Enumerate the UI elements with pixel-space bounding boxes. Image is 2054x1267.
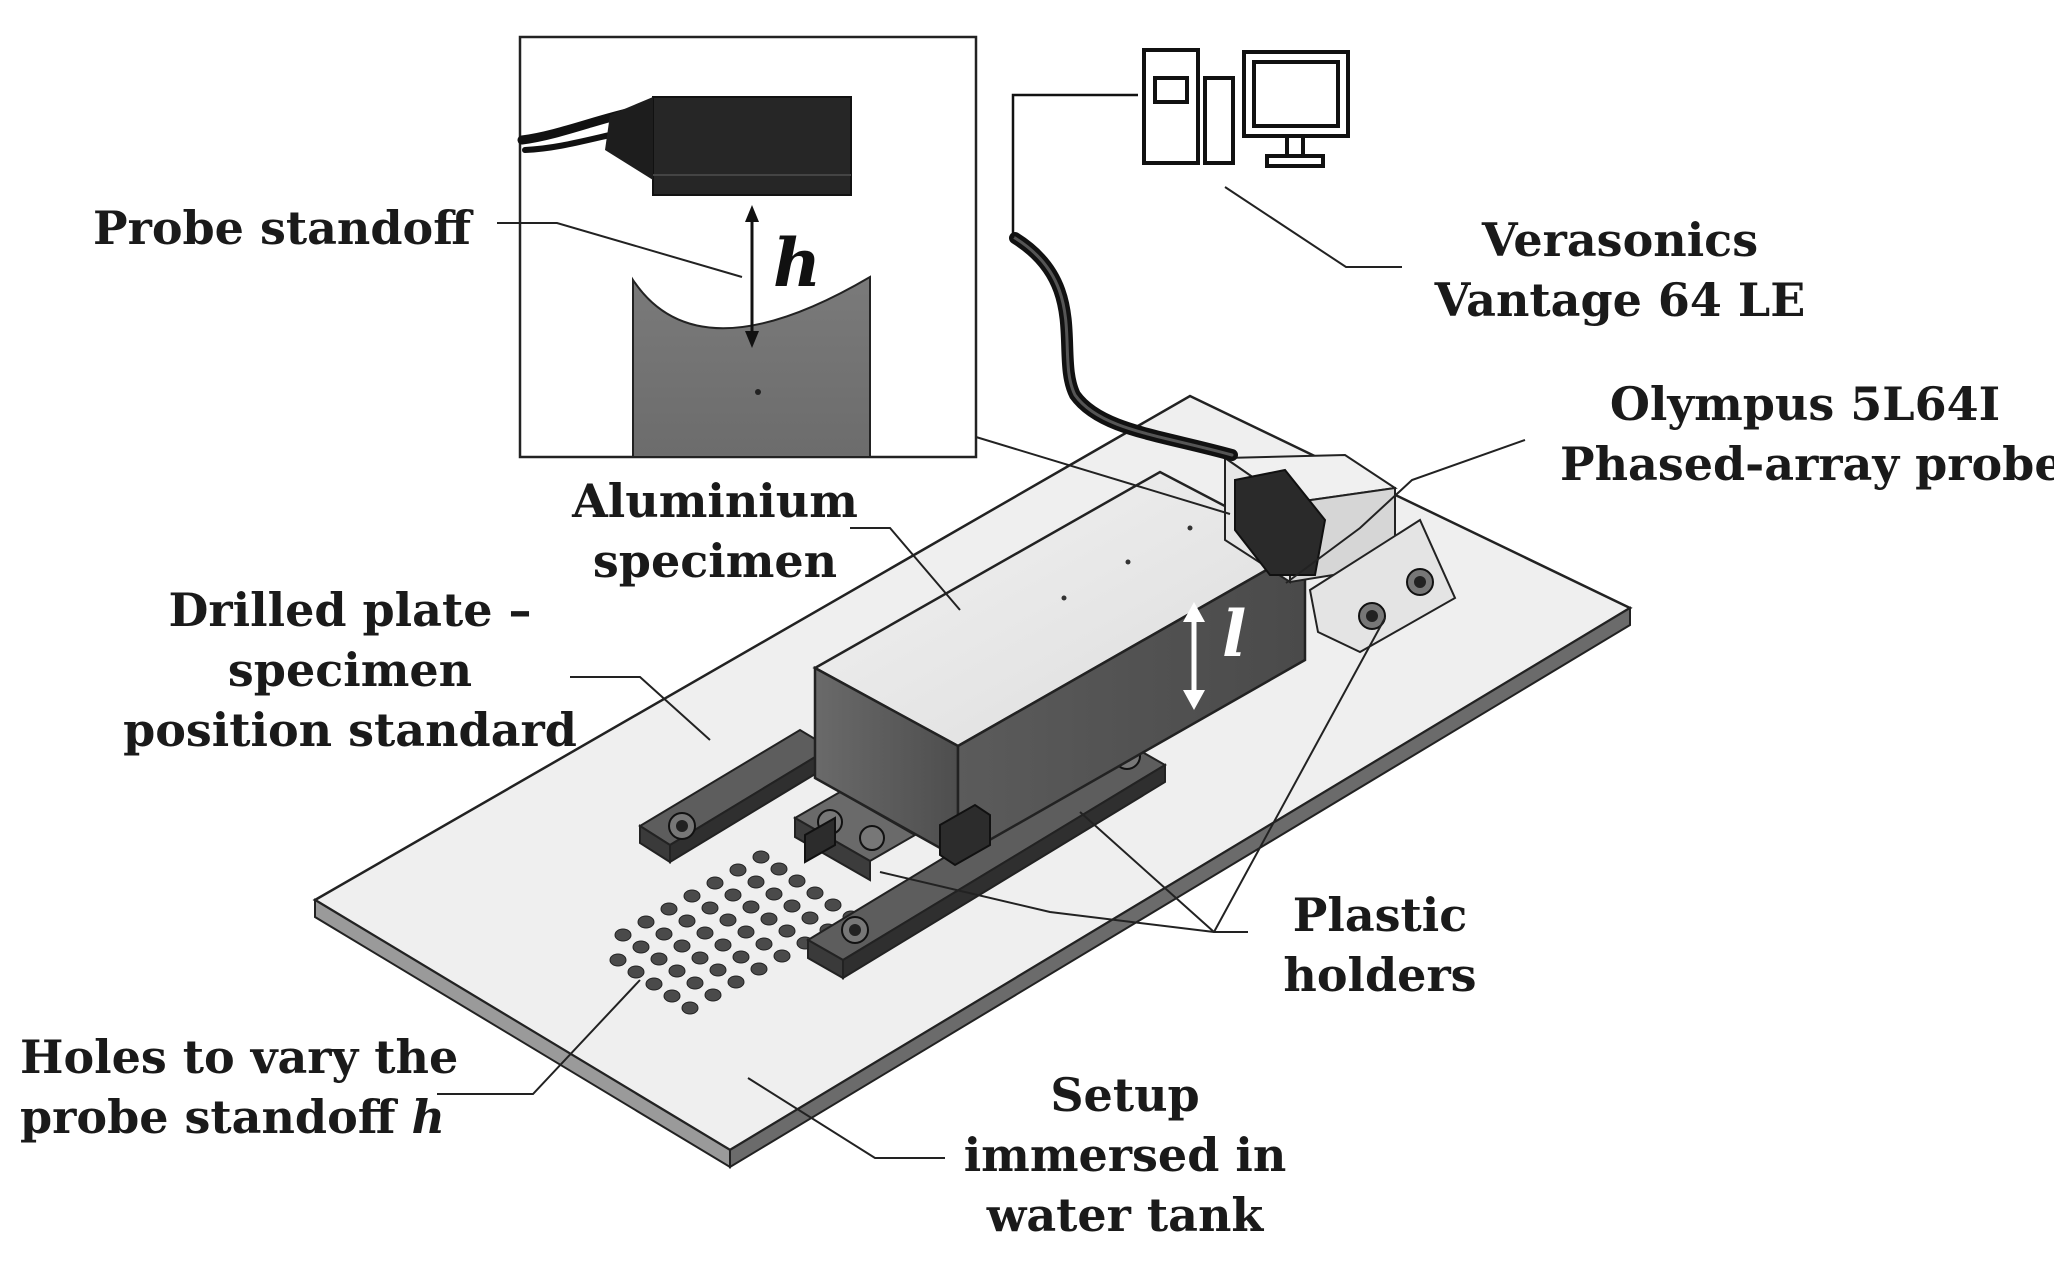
- plate-hole: [706, 876, 724, 890]
- arrow-double-icon: [1183, 602, 1205, 710]
- holes-label: Holes to vary the probe standoff h: [20, 1027, 459, 1147]
- plate-hole: [709, 963, 727, 977]
- plate-hole: [614, 928, 632, 942]
- plate-hole: [752, 850, 770, 864]
- plate-hole: [806, 886, 824, 900]
- setup-line-1: Setup: [1050, 1068, 1200, 1122]
- probe-standoff-label: Probe standoff: [93, 198, 471, 258]
- plate-hole: [719, 913, 737, 927]
- olympus-label: Olympus 5L64I Phased-array probe: [1560, 374, 2054, 494]
- phased-array-probe: [1221, 453, 1457, 654]
- probe-cable: [1009, 232, 1238, 461]
- verasonics-label: Verasonics Vantage 64 LE: [1400, 210, 1840, 330]
- plate-hole: [788, 874, 806, 888]
- plate-hole: [673, 939, 691, 953]
- setup-line-2: immersed in: [963, 1128, 1287, 1182]
- plate-hole: [727, 975, 745, 989]
- plate-hole: [742, 900, 760, 914]
- standoff-inset: [517, 35, 978, 459]
- aluminium-line-2: specimen: [592, 534, 838, 588]
- setup-line-3: water tank: [986, 1188, 1264, 1242]
- drilled-plate-line-1: Drilled plate –: [168, 583, 532, 637]
- plate-hole: [824, 898, 842, 912]
- holes-line-2-text: probe standoff: [20, 1090, 396, 1144]
- drilled-plate-line-3: position standard: [123, 703, 577, 757]
- plate-hole: [750, 962, 768, 976]
- plastic-holders-line-1: Plastic: [1292, 888, 1468, 942]
- plate-hole: [609, 953, 627, 967]
- plate-hole: [729, 863, 747, 877]
- l-symbol-text: l: [1222, 597, 1247, 672]
- l-symbol: l: [1222, 600, 1246, 670]
- plate-hole: [701, 901, 719, 915]
- plate-hole: [650, 952, 668, 966]
- plate-hole: [645, 977, 663, 991]
- plate-hole: [668, 964, 686, 978]
- plate-hole: [686, 976, 704, 990]
- probe-standoff-text: Probe standoff: [93, 201, 471, 255]
- plate-hole: [714, 938, 732, 952]
- holes-line-2: probe standoff h: [20, 1087, 445, 1147]
- aluminium-line-1: Aluminium: [572, 474, 858, 528]
- plate-hole: [801, 911, 819, 925]
- setup-label: Setup immersed in water tank: [945, 1065, 1305, 1245]
- plate-hole: [683, 889, 701, 903]
- plate-hole: [632, 940, 650, 954]
- olympus-line-2: Phased-array probe: [1560, 437, 2054, 491]
- computer-connection: [1011, 93, 1138, 238]
- plate-hole: [747, 875, 765, 889]
- holes-line-1: Holes to vary the: [20, 1030, 459, 1084]
- verasonics-line-2: Vantage 64 LE: [1434, 273, 1806, 327]
- plate-hole: [704, 988, 722, 1002]
- drilled-plate-line-2: specimen: [227, 643, 473, 697]
- plate-hole: [655, 927, 673, 941]
- plate-hole: [755, 937, 773, 951]
- leader-lines: [437, 186, 1526, 1159]
- drilled-plate-label: Drilled plate – specimen position standa…: [120, 580, 580, 760]
- h-symbol: h: [773, 227, 821, 299]
- computer-tower-icon: [1142, 48, 1235, 165]
- holes-h-symbol: h: [411, 1090, 445, 1144]
- monitor-icon: [1242, 50, 1350, 168]
- plate-hole: [760, 912, 778, 926]
- h-symbol-text: h: [773, 224, 821, 302]
- plate-hole: [737, 925, 755, 939]
- plastic-holders-line-2: holders: [1283, 948, 1477, 1002]
- plate-hole: [724, 888, 742, 902]
- plate-hole: [627, 965, 645, 979]
- plastic-holders-label: Plastic holders: [1250, 885, 1510, 1005]
- plate-hole: [681, 1001, 699, 1015]
- olympus-line-1: Olympus 5L64I: [1609, 377, 2001, 431]
- plate-hole: [783, 899, 801, 913]
- plate-hole: [732, 950, 750, 964]
- plate-hole: [770, 862, 788, 876]
- plate-hole: [691, 951, 709, 965]
- plate-hole: [663, 989, 681, 1003]
- plate-hole: [765, 887, 783, 901]
- plate-hole: [678, 914, 696, 928]
- plate-hole: [660, 902, 678, 916]
- plate-hole: [696, 926, 714, 940]
- plate-hole: [773, 949, 791, 963]
- verasonics-line-1: Verasonics: [1481, 213, 1759, 267]
- plate-hole: [637, 915, 655, 929]
- plate-hole: [778, 924, 796, 938]
- aluminium-label: Aluminium specimen: [555, 471, 875, 591]
- aluminium-specimen: [804, 470, 1308, 867]
